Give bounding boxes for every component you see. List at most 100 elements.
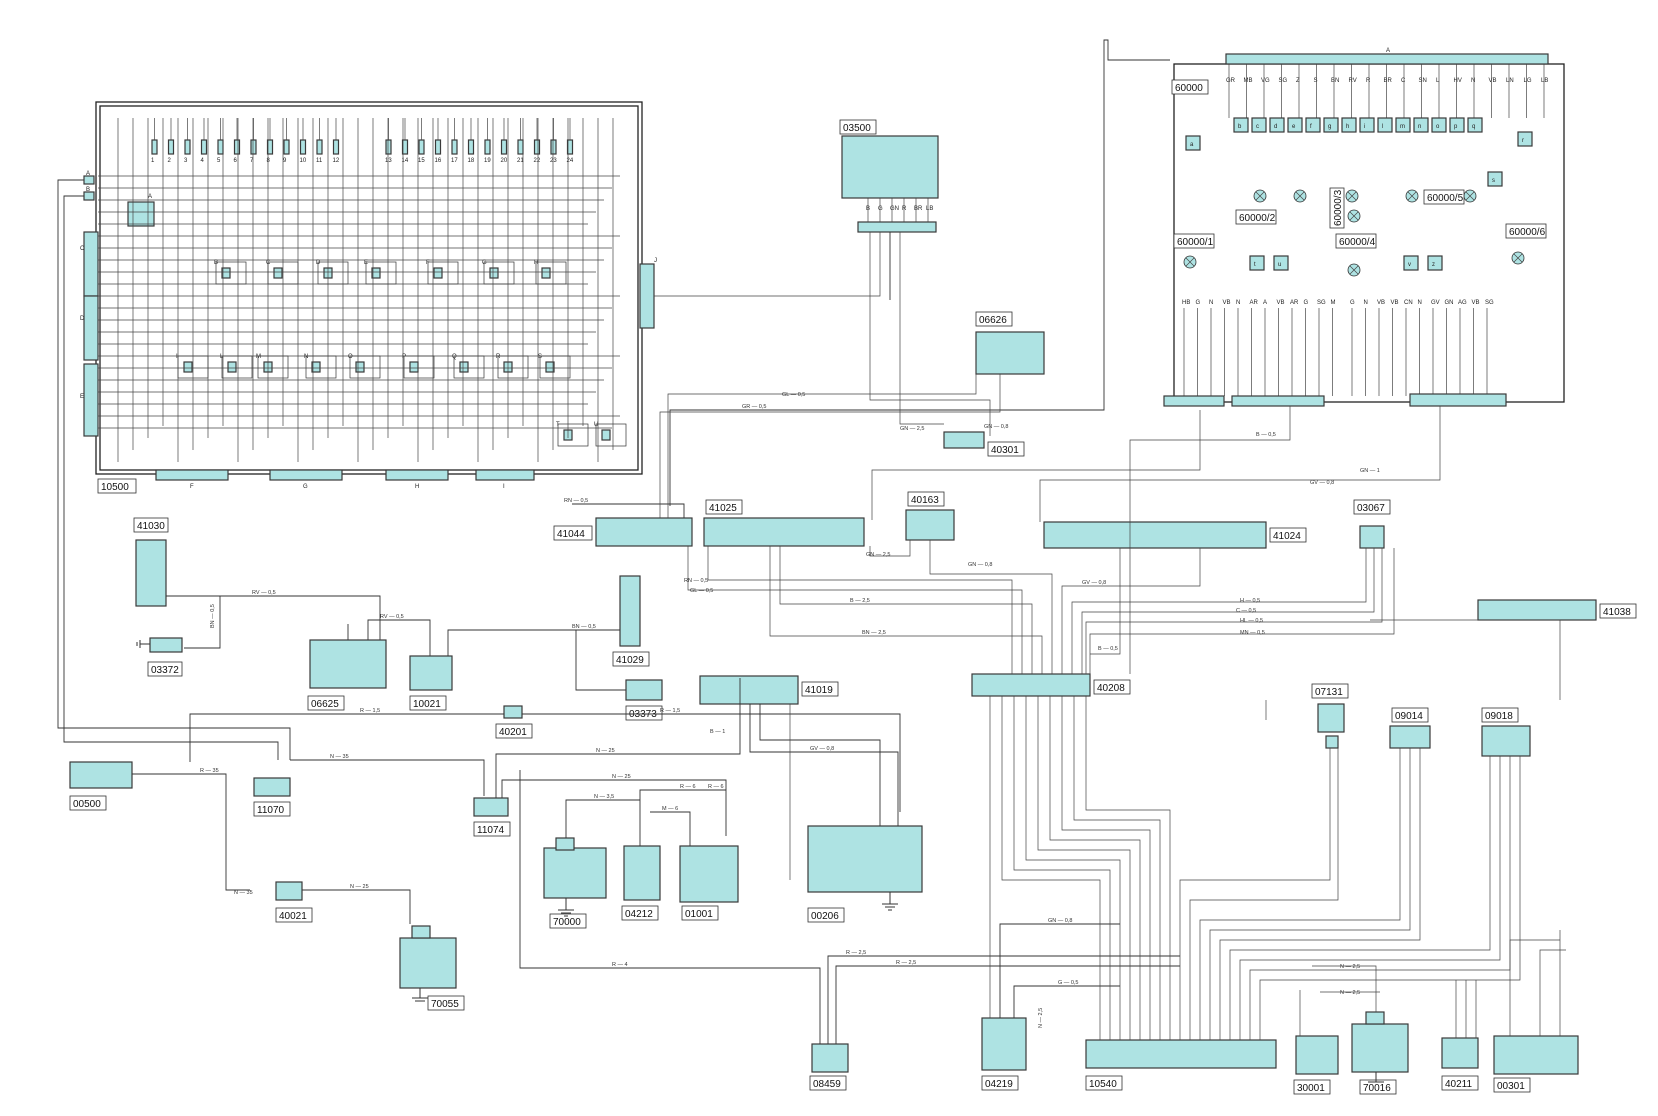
svg-text:40201: 40201: [499, 727, 527, 738]
svg-text:60000/6: 60000/6: [1509, 227, 1546, 238]
svg-text:03500: 03500: [843, 123, 871, 134]
svg-text:06625: 06625: [311, 699, 339, 710]
starter-01001: [679, 845, 739, 903]
panel-lamp: [1305, 117, 1321, 133]
svg-text:08459: 08459: [813, 1079, 841, 1090]
fuse-40021: [275, 881, 303, 901]
fuse-number: 24: [567, 158, 574, 164]
wire-label: H — 0,5: [1240, 598, 1260, 604]
fuse: [533, 139, 541, 155]
tag-60000-3: 60000/3: [1329, 187, 1345, 229]
wire-label: RV — 0,5: [380, 614, 404, 620]
lamp-letter: e: [1292, 124, 1296, 130]
wire-label: M — 6: [662, 806, 678, 812]
fuse-number: 7: [250, 158, 254, 164]
tag-03067: 03067: [1353, 499, 1391, 515]
wire-label: GL — 0,5: [782, 392, 805, 398]
relay-letter: T: [556, 422, 560, 428]
tag-00301: 00301: [1493, 1077, 1531, 1093]
lamp-letter: v: [1408, 262, 1411, 268]
harness-wire: [1539, 949, 1566, 1036]
wire-label: R — 35: [200, 768, 219, 774]
harness-wire: [1239, 756, 1501, 1040]
panel-lamp: [1287, 117, 1303, 133]
tag-60000: 60000: [1171, 79, 1209, 95]
wire-label: G — 0,5: [1058, 980, 1078, 986]
relay-letter: G: [482, 260, 487, 266]
lamp-letter: r: [1522, 138, 1524, 144]
wire-label: N — 25: [612, 774, 631, 780]
panel-pin: C: [1401, 78, 1406, 84]
fuse-number: 8: [267, 158, 271, 164]
wire-label: BN — 0,5: [572, 624, 596, 630]
harness-wire: [1039, 406, 1441, 522]
tag-41044: 41044: [553, 525, 593, 541]
tag-41019: 41019: [801, 681, 839, 697]
tag-10021: 10021: [409, 695, 447, 711]
harness-wire: [1037, 696, 1131, 1040]
connector-03067: [1359, 525, 1385, 549]
svg-text:41030: 41030: [137, 521, 165, 532]
svg-text:04219: 04219: [985, 1079, 1013, 1090]
fuse: [299, 139, 307, 155]
fuse: [418, 139, 425, 155]
pin-label: G: [878, 206, 883, 212]
switch-03373: [625, 679, 663, 701]
harness-wire: [707, 546, 1013, 674]
panel-pin: N: [1364, 300, 1368, 306]
harness-wire: [1001, 696, 1101, 1040]
panel-connector-b: [1163, 395, 1225, 407]
wire-label: R — 2,5: [896, 960, 916, 966]
relay: [539, 355, 571, 379]
tag-60000-2: 60000/2: [1235, 209, 1277, 225]
fuse-number: 15: [418, 158, 425, 164]
relay-letter: P: [402, 354, 406, 360]
svg-text:10021: 10021: [413, 699, 441, 710]
panel-pin: AG: [1458, 300, 1467, 306]
lamp-letter: a: [1190, 142, 1194, 148]
tag-41030: 41030: [133, 517, 169, 533]
tag-04212: 04212: [621, 905, 659, 921]
letter-b-feed: B: [86, 187, 90, 193]
relay: [497, 355, 529, 379]
tag-41029: 41029: [612, 651, 650, 667]
wire-label: C — 0,5: [1236, 608, 1256, 614]
relay-letter: I: [176, 354, 178, 360]
panel-pin: SG: [1485, 300, 1494, 306]
lamp-letter: q: [1472, 124, 1475, 130]
module-30001: [1295, 1035, 1339, 1075]
wire-label: N — 2,5: [1340, 990, 1360, 996]
panel-pin: N: [1471, 78, 1475, 84]
panel-pin: Z: [1296, 78, 1300, 84]
pin-label: LB: [926, 206, 933, 212]
tag-60000-1: 60000/1: [1173, 233, 1215, 249]
motor-00301: [1493, 1035, 1579, 1075]
wire-label: GN — 2,5: [900, 426, 924, 432]
harness-wire: [1249, 756, 1511, 1040]
svg-text:04212: 04212: [625, 909, 653, 920]
panel-pin: N: [1236, 300, 1240, 306]
wire-label: R — 4: [612, 962, 628, 968]
sensor-04212: [623, 845, 661, 901]
panel-pin: VG: [1261, 78, 1270, 84]
tag-70000: 70000: [549, 913, 587, 929]
panel-lamp: [1341, 117, 1357, 133]
relay-letter: N: [304, 354, 308, 360]
tag-70016: 70016: [1359, 1079, 1397, 1095]
panel-pin: A: [1263, 300, 1267, 306]
harness-wire: [1189, 748, 1339, 1040]
connector-d-10500: [83, 295, 99, 361]
tag-01001: 01001: [681, 905, 719, 921]
wire-label: MN — 0,5: [1240, 630, 1265, 636]
tag-40163: 40163: [907, 491, 945, 507]
fuse-number: 4: [201, 158, 205, 164]
switch-03500: [841, 135, 939, 199]
harness-wire: [1073, 696, 1161, 1040]
connector-41044: [595, 517, 693, 547]
lamp-letter: m: [1400, 124, 1405, 130]
relay-letter: D: [316, 260, 321, 266]
harness-wire: [1025, 696, 1121, 1040]
motor-70000: [543, 847, 607, 899]
